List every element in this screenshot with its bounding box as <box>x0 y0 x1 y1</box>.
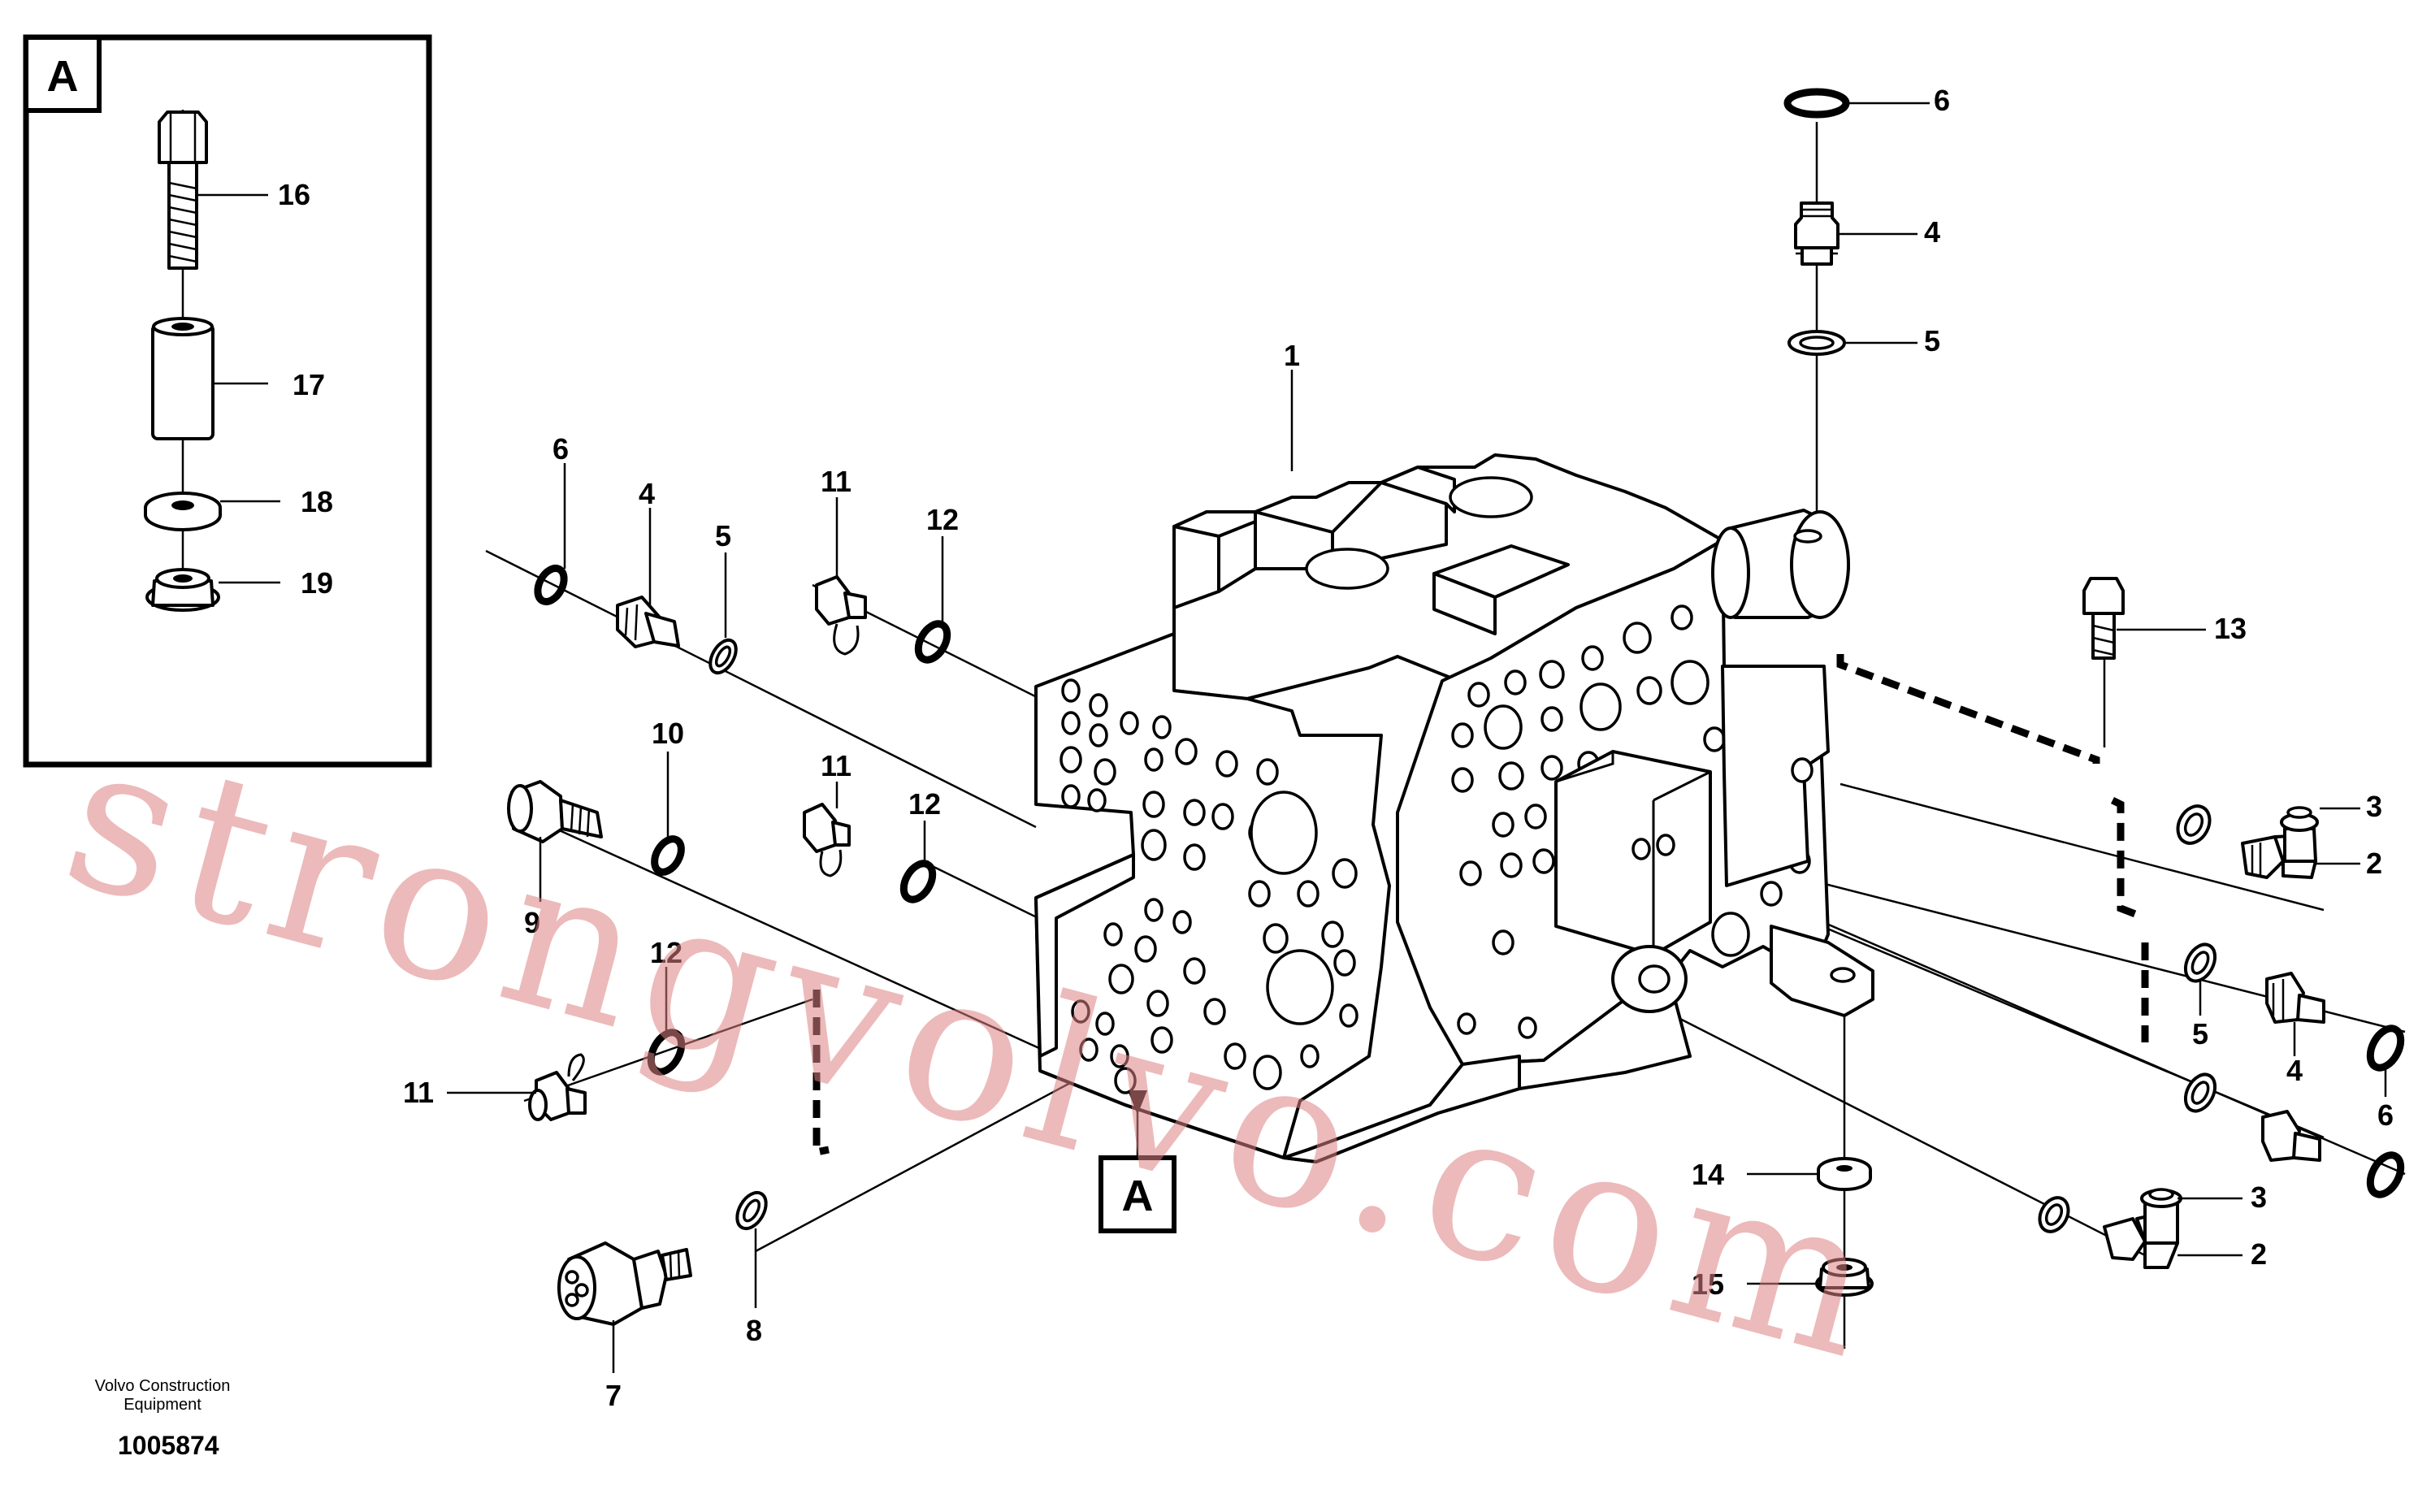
adapter-nipple-4-right-lower <box>2261 1110 2321 1162</box>
section-marker-box <box>1098 1155 1176 1233</box>
callout-16: 16 <box>278 178 310 211</box>
bolt-13 <box>2082 577 2125 747</box>
washer-18 <box>144 492 222 531</box>
callout-15: 15 <box>1692 1267 1724 1301</box>
section-marker-a: A <box>1098 1090 1176 1233</box>
control-valve-block-1 <box>1034 370 1874 1163</box>
publisher-credit: Volvo Construction Equipment 1005874 <box>95 1377 231 1460</box>
callout-3-upper: 3 <box>2366 790 2382 823</box>
callout-9: 9 <box>524 906 540 939</box>
callout-8: 8 <box>746 1314 762 1347</box>
washer-5-right-lower <box>2183 1072 2217 1113</box>
callout-6-left: 6 <box>552 432 569 466</box>
callout-6-top: 6 <box>1934 84 1950 117</box>
callout-4-right: 4 <box>2286 1054 2303 1087</box>
callout-7: 7 <box>605 1379 622 1412</box>
detail-view-letter: A <box>47 52 79 101</box>
elbow-fitting-2-upper <box>2241 806 2319 879</box>
valve-block-port-holes-right <box>1451 604 1811 1039</box>
detail-view-frame <box>23 34 432 768</box>
callout-11-top: 11 <box>821 465 852 498</box>
test-point-coupling-11-top <box>815 575 867 656</box>
callout-5-right: 5 <box>2192 1017 2208 1051</box>
o-ring-12-top <box>914 620 951 664</box>
callout-10: 10 <box>652 717 684 750</box>
callout-14: 14 <box>1692 1158 1724 1191</box>
callout-11-middle: 11 <box>821 749 852 782</box>
bolt-16 <box>158 110 208 270</box>
o-ring-6-top <box>1783 88 1850 119</box>
washer-14 <box>1817 1157 1872 1191</box>
callout-5-left: 5 <box>715 519 731 552</box>
hidden-connection-dashes <box>812 654 2149 1157</box>
o-ring-12-lower <box>647 1029 686 1076</box>
washer-8 <box>735 1190 768 1231</box>
callout-18: 18 <box>301 485 333 518</box>
test-point-coupling-11-lower <box>528 1053 587 1121</box>
o-ring-lower-right <box>2038 1196 2070 1233</box>
o-ring-3-upper-right-pair <box>2176 804 2212 845</box>
quick-coupling-7 <box>557 1241 692 1326</box>
callout-19: 19 <box>301 566 333 600</box>
credit-line-1: Volvo Construction <box>95 1377 231 1395</box>
flange-nut-15 <box>1815 1258 1874 1297</box>
callout-numbers: 1 6 4 5 13 3 2 5 4 6 3 2 14 15 6 4 5 11 … <box>403 84 2394 1412</box>
washer-5-left <box>708 638 738 675</box>
callout-12-lower: 12 <box>650 936 682 969</box>
callout-4-left: 4 <box>639 477 655 510</box>
test-point-coupling-11-middle <box>803 803 851 877</box>
callout-6-right: 6 <box>2377 1098 2394 1132</box>
adapter-nipple-4-right <box>2265 972 2325 1024</box>
callout-13: 13 <box>2214 612 2247 645</box>
callout-3-lower: 3 <box>2251 1181 2267 1214</box>
credit-line-2: Equipment <box>124 1396 202 1414</box>
detail-view-label-box <box>24 35 102 113</box>
spacer-sleeve-17 <box>151 317 214 440</box>
washer-5-right-middle <box>2183 942 2217 983</box>
o-ring-6-right-lower <box>2366 1151 2405 1198</box>
o-ring-6-right-upper <box>2366 1025 2405 1072</box>
valve-block-mounting-ear <box>1611 665 1874 1017</box>
callout-2-upper: 2 <box>2366 847 2382 880</box>
callout-12-middle: 12 <box>908 787 941 821</box>
solenoid-block <box>1554 750 1712 956</box>
o-ring-12-middle <box>899 860 937 903</box>
adapter-nipple-4-top <box>1794 201 1840 266</box>
quick-coupling-9 <box>507 780 603 843</box>
o-ring-6-left <box>534 564 568 606</box>
adapter-nipple-4-left <box>616 596 680 648</box>
o-ring-10 <box>651 835 685 876</box>
callout-2-lower: 2 <box>2251 1237 2267 1271</box>
detail-view-a: A <box>23 34 432 768</box>
washer-5-top <box>1788 330 1846 356</box>
document-number: 1005874 <box>118 1431 219 1460</box>
callout-11-lower: 11 <box>403 1076 434 1109</box>
callout-1: 1 <box>1284 339 1300 372</box>
elbow-fitting-2-lower <box>2103 1188 2182 1269</box>
section-marker-letter: A <box>1122 1172 1154 1220</box>
callout-17: 17 <box>292 368 325 401</box>
callout-5-top: 5 <box>1924 324 1940 357</box>
callout-4-top: 4 <box>1924 215 1940 249</box>
callout-leaders <box>447 102 2387 1373</box>
valve-block-port-holes-left <box>1060 678 1358 1094</box>
callout-12-top: 12 <box>926 503 959 536</box>
flange-nut-19 <box>145 568 220 612</box>
valve-block-boss-top <box>1711 509 1850 619</box>
